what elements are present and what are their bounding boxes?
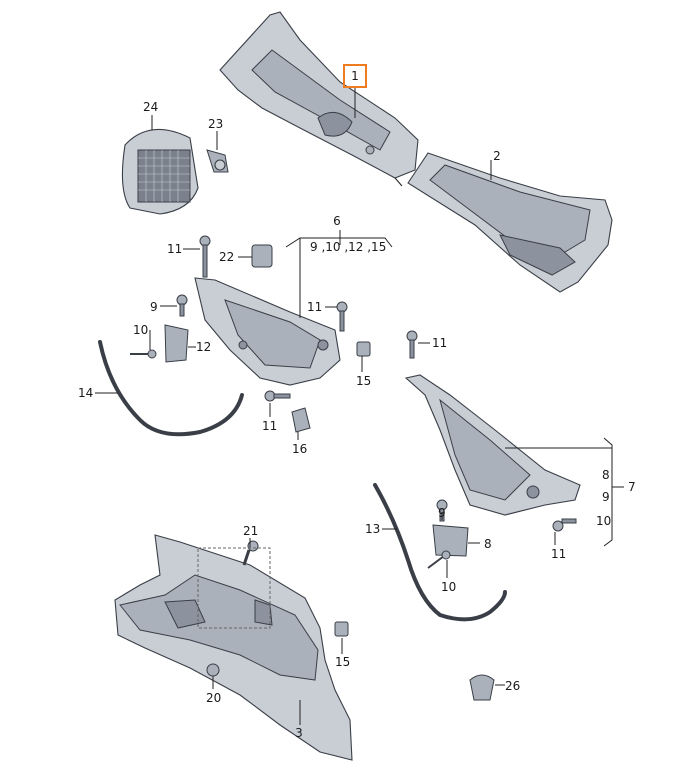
- callout-3[interactable]: 3: [295, 726, 303, 740]
- callout-15-a[interactable]: 15: [356, 374, 371, 388]
- part-1-plenum-cover[interactable]: [219, 11, 419, 187]
- part-24-grille-housing[interactable]: [121, 128, 199, 215]
- callout-14[interactable]: 14: [78, 386, 93, 400]
- callout-10-left[interactable]: 10: [133, 323, 148, 337]
- callout-8-right[interactable]: 8: [602, 468, 610, 482]
- bolts-10[interactable]: [130, 349, 451, 569]
- callout-6[interactable]: 6: [333, 214, 341, 228]
- callout-11-e[interactable]: 11: [551, 547, 566, 561]
- callout-26[interactable]: 26: [505, 679, 520, 693]
- callout-11-d[interactable]: 11: [262, 419, 277, 433]
- part-6-cover-panel[interactable]: [194, 277, 341, 386]
- part-16-sleeve[interactable]: [291, 407, 311, 433]
- callout-22[interactable]: 22: [219, 250, 234, 264]
- screw-11-c: [406, 330, 418, 359]
- highlight-box: [343, 64, 367, 88]
- callout-7[interactable]: 7: [628, 480, 636, 494]
- part-22-nut[interactable]: [251, 244, 273, 268]
- callout-23[interactable]: 23: [208, 117, 223, 131]
- screw-11-e: [552, 518, 577, 532]
- callout-15-b[interactable]: 15: [335, 655, 350, 669]
- part-8-bracket[interactable]: [432, 524, 469, 557]
- callout-12[interactable]: 12: [196, 340, 211, 354]
- callout-11-c[interactable]: 11: [432, 336, 447, 350]
- callout-11-b[interactable]: 11: [307, 300, 322, 314]
- callout-8-lower[interactable]: 8: [484, 537, 492, 551]
- callout-10-right[interactable]: 10: [596, 514, 611, 528]
- callout-20[interactable]: 20: [206, 691, 221, 705]
- part-26-cap[interactable]: [469, 674, 495, 701]
- screw-21[interactable]: [242, 540, 259, 566]
- callout-9-right[interactable]: 9: [602, 490, 610, 504]
- part-14-drain-hose[interactable]: [98, 340, 244, 437]
- part-23-clip[interactable]: [206, 149, 229, 173]
- part-3-insulation-mat[interactable]: [114, 534, 353, 761]
- callout-24[interactable]: 24: [143, 100, 158, 114]
- part-7-cover-panel[interactable]: [404, 374, 581, 516]
- leader-lines: [95, 87, 624, 725]
- screw-11-b: [336, 301, 348, 332]
- screw-11-d: [264, 390, 291, 402]
- callout-1[interactable]: 1: [351, 69, 359, 83]
- screw-11-a: [199, 235, 211, 278]
- clip-15-a[interactable]: [356, 341, 371, 357]
- callout-16[interactable]: 16: [292, 442, 307, 456]
- callout-6-sub: 9 ,10 ,12 ,15: [310, 240, 386, 254]
- callout-labels: 1 2 3 6 9 ,10 ,12 ,15 7 8 9 10 8 9 9 10 …: [78, 69, 636, 740]
- part-12-bracket[interactable]: [164, 324, 189, 363]
- callout-2[interactable]: 2: [493, 149, 501, 163]
- callout-11-a[interactable]: 11: [167, 242, 182, 256]
- callout-13[interactable]: 13: [365, 522, 380, 536]
- callout-21[interactable]: 21: [243, 524, 258, 538]
- callout-10-lower[interactable]: 10: [441, 580, 456, 594]
- callout-9-left[interactable]: 9: [150, 300, 158, 314]
- part-20-nut[interactable]: [206, 663, 220, 677]
- callout-9-lower[interactable]: 9: [438, 506, 446, 520]
- clip-15-b[interactable]: [334, 621, 349, 637]
- part-2-plenum-cover[interactable]: [407, 152, 613, 293]
- part-13-drain-hose[interactable]: [373, 483, 507, 622]
